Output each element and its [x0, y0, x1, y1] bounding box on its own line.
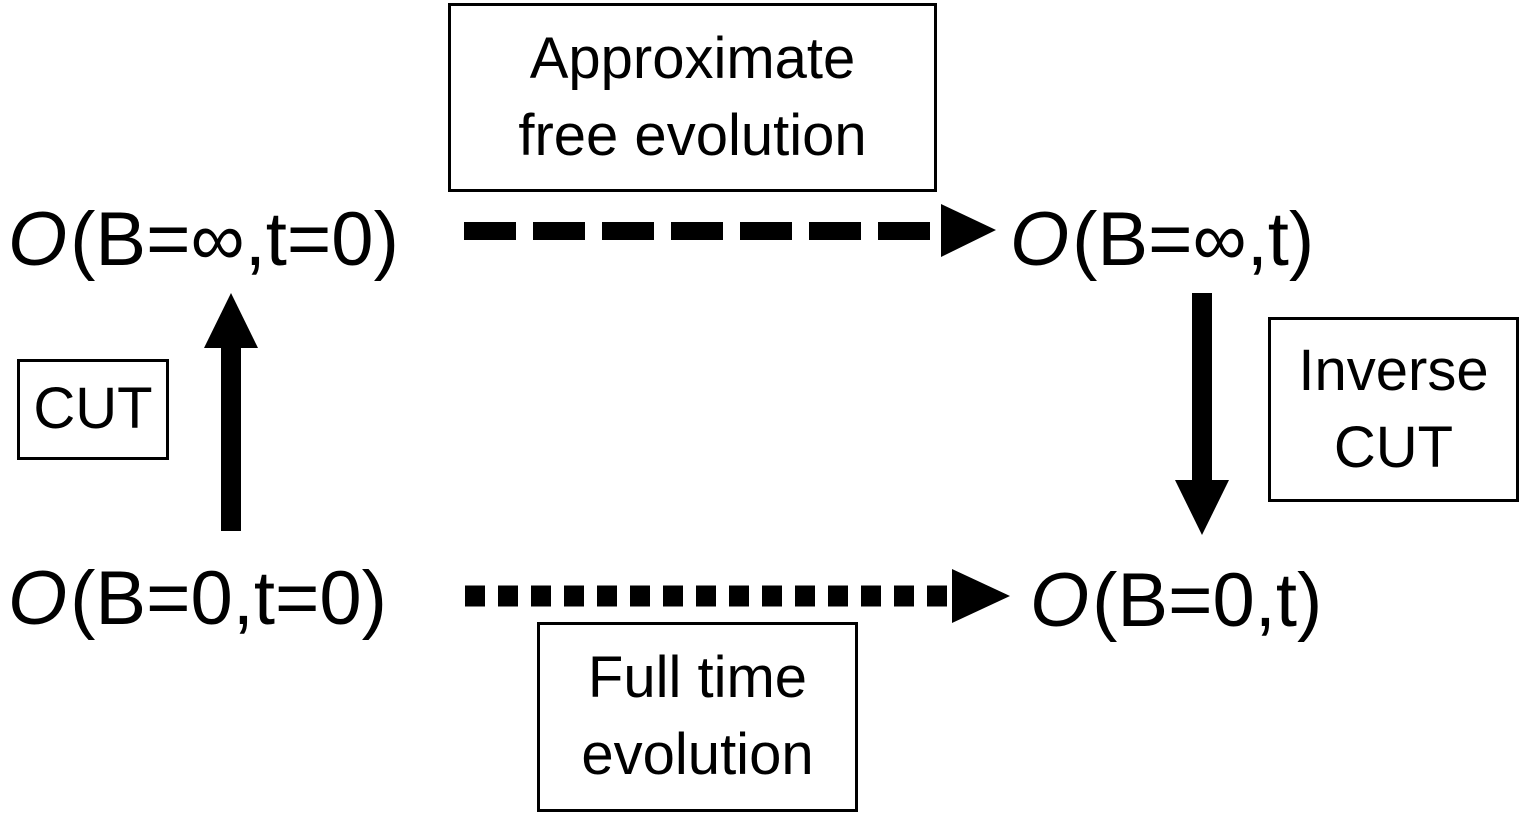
- math-arguments: (B=∞,t): [1072, 197, 1315, 282]
- math-variable: O: [8, 197, 68, 282]
- cut-arrow: [204, 293, 258, 531]
- math-arguments: (B=∞,t=0): [70, 197, 399, 282]
- full-time-evolution-arrow: [465, 569, 1010, 623]
- label-line: CUT: [1333, 414, 1454, 480]
- math-variable: O: [1010, 197, 1070, 282]
- label-line: Approximate: [529, 25, 856, 91]
- label-cut: CUT: [17, 359, 169, 460]
- math-arguments: (B=0,t): [1092, 558, 1323, 643]
- node-operator-b0-t0: O(B=0,t=0): [8, 561, 387, 637]
- math-arguments: (B=0,t=0): [70, 556, 387, 641]
- dotted-arrowhead-right-icon: [952, 569, 1010, 623]
- label-line: free evolution: [518, 102, 867, 168]
- math-variable: O: [1030, 558, 1090, 643]
- arrowhead-up-icon: [204, 293, 258, 348]
- node-operator-b0-t: O(B=0,t): [1030, 563, 1322, 639]
- arrowhead-down-icon: [1175, 480, 1229, 535]
- label-line: Full time: [587, 645, 808, 711]
- inverse-cut-arrow: [1175, 293, 1229, 535]
- label-approximate-free-evolution: Approximate free evolution: [448, 3, 937, 192]
- label-line: evolution: [581, 722, 814, 787]
- label-line: Inverse: [1298, 337, 1489, 403]
- approximate-free-evolution-arrow: [464, 204, 996, 257]
- node-operator-b-infinity-t: O(B=∞,t): [1010, 202, 1314, 278]
- label-inverse-cut: Inverse CUT: [1268, 317, 1519, 502]
- dashed-arrowhead-right-icon: [941, 204, 996, 257]
- math-variable: O: [8, 556, 68, 641]
- label-line: CUT: [33, 376, 153, 442]
- label-full-time-evolution: Full time evolution: [537, 622, 858, 812]
- node-operator-b-infinity-t0: O(B=∞,t=0): [8, 202, 399, 278]
